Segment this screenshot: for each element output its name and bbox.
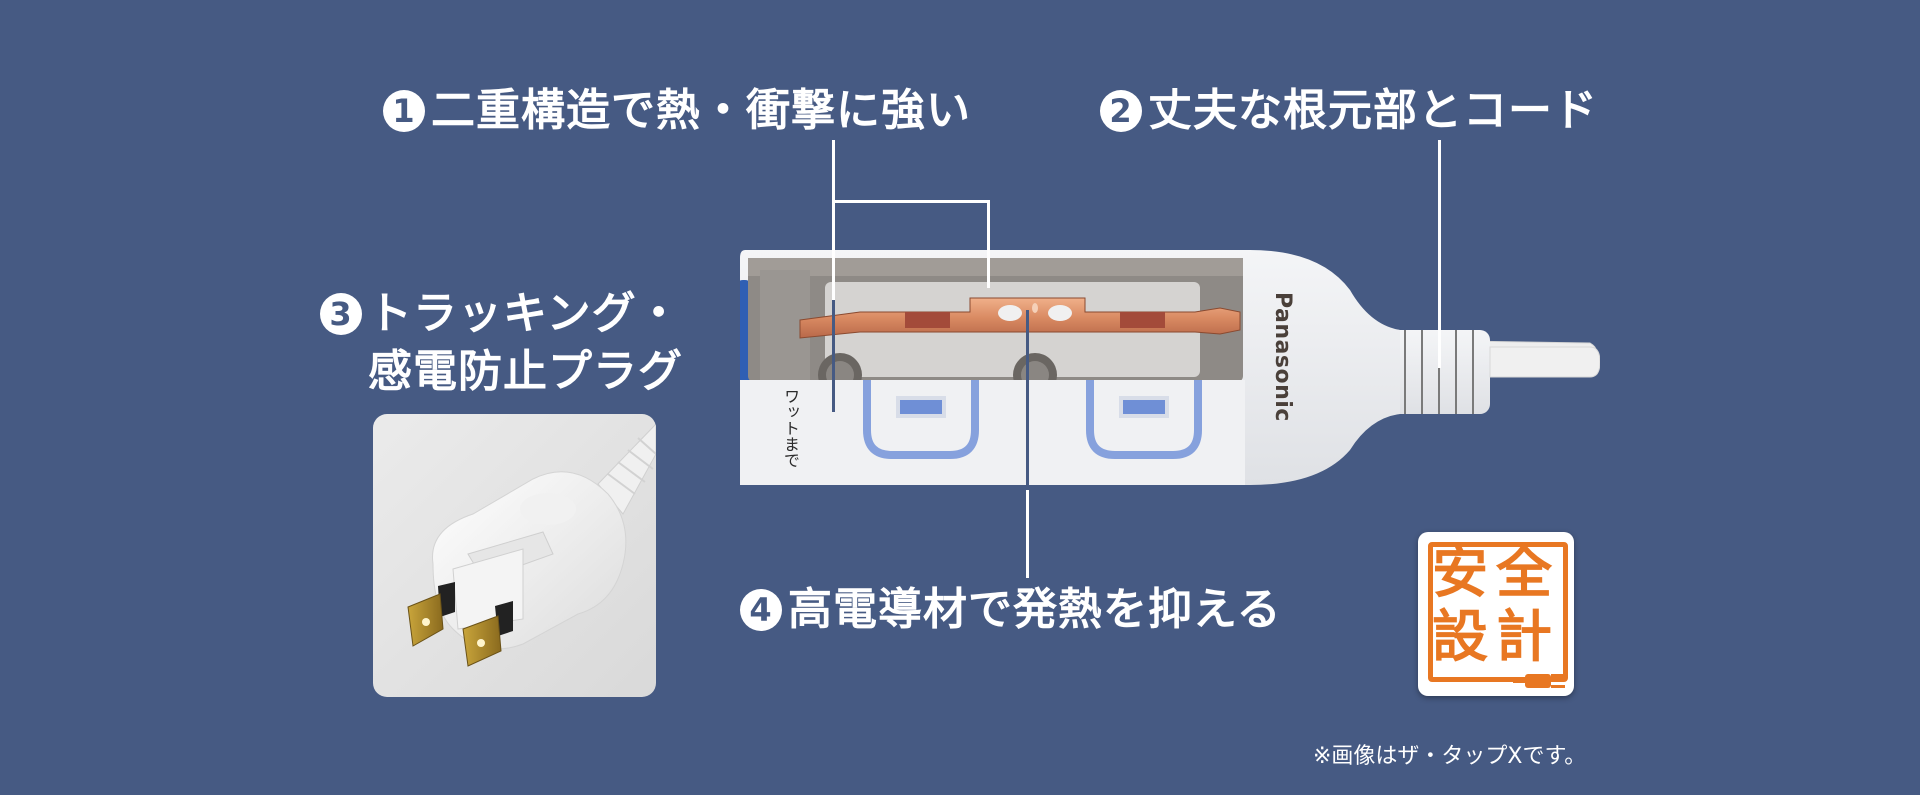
power-strip-icon [735,250,1601,485]
plug-illustration [373,414,656,697]
image-footnote: ※画像はザ・タップXです。 [1313,744,1587,769]
plug-icon [1513,674,1565,688]
badge-frame [1428,542,1568,682]
feature-3-label-line1: トラッキング・ [368,288,682,339]
leader-line-1 [832,140,835,300]
number-badge: 4 [740,589,782,631]
leader-line-1-branch [987,200,990,288]
feature-3-heading: 3 トラッキング・ 感電防止プラグ [320,288,683,398]
number-badge: 3 [320,293,362,335]
leader-line-1-on-strip [832,300,835,412]
feature-3-label-line2: 感電防止プラグ [368,346,683,397]
badge-char: 計 [1496,605,1552,670]
feature-1-heading: 1 二重構造で熱・衝撃に強い [383,85,971,137]
wattage-text: ワットまで [781,388,800,468]
feature-2-heading: 2 丈夫な根元部とコード [1100,85,1598,137]
plug-icon [407,423,656,667]
leader-line-4-on-strip [1026,310,1029,490]
badge-char: 安 [1432,541,1488,606]
number-badge: 2 [1100,90,1142,132]
feature-2-label: 丈夫な根元部とコード [1148,85,1598,136]
feature-1-label: 二重構造で熱・衝撃に強い [431,85,971,136]
feature-4-label: 高電導材で発熱を抑える [788,584,1282,635]
leader-line-1-horizontal [832,200,990,203]
leader-line-4 [1026,490,1029,578]
leader-line-2 [1438,140,1441,368]
badge-char: 設 [1432,605,1488,670]
power-strip-illustration: Panasonic ワットまで [735,250,1601,490]
number-badge: 1 [383,90,425,132]
brand-logo: Panasonic [1270,292,1295,422]
badge-char: 全 [1496,541,1552,606]
safety-design-badge: 安 全 設 計 [1418,532,1574,696]
feature-4-heading: 4 高電導材で発熱を抑える [740,584,1282,636]
